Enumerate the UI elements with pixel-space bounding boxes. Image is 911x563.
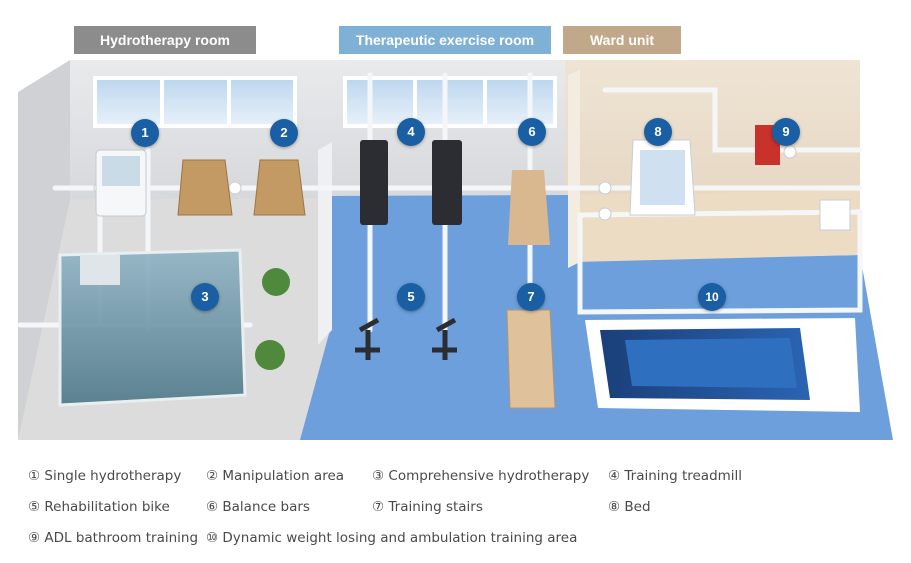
legend-item-2: ② Manipulation area	[206, 468, 344, 484]
ward-floor	[575, 190, 860, 262]
marker-3: 3	[191, 283, 219, 311]
marker-7: 7	[517, 283, 545, 311]
ward-bed	[630, 140, 695, 215]
zone-tag-hydrotherapy: Hydrotherapy room	[74, 26, 256, 54]
marker-10: 10	[698, 283, 726, 311]
legend-item-7: ⑦ Training stairs	[372, 499, 483, 515]
legend-item-3: ③ Comprehensive hydrotherapy	[372, 468, 589, 484]
floor-plan-illustration	[0, 0, 911, 450]
balance-bars	[508, 170, 550, 245]
marker-9: 9	[772, 118, 800, 146]
legend-item-1: ① Single hydrotherapy	[28, 468, 181, 484]
legend-item-6: ⑥ Balance bars	[206, 499, 310, 515]
partition-wall	[318, 142, 332, 345]
legend-item-4: ④ Training treadmill	[608, 468, 742, 484]
marker-6: 6	[518, 118, 546, 146]
legend-item-5: ⑤ Rehabilitation bike	[28, 499, 170, 515]
zone-tag-therapeutic-exercise: Therapeutic exercise room	[339, 26, 551, 54]
ambulation-pool	[585, 318, 860, 412]
marker-5: 5	[397, 283, 425, 311]
marker-8: 8	[644, 118, 672, 146]
legend-item-9: ⑨ ADL bathroom training	[28, 530, 198, 546]
zone-tag-ward-unit: Ward unit	[563, 26, 681, 54]
marker-2: 2	[270, 119, 298, 147]
training-stairs	[507, 310, 555, 408]
marker-4: 4	[397, 118, 425, 146]
marker-1: 1	[131, 119, 159, 147]
legend-item-8: ⑧ Bed	[608, 499, 651, 515]
hydrotherapy-tub	[96, 150, 146, 216]
legend-item-10: ⑩ Dynamic weight losing and ambulation t…	[206, 530, 577, 546]
comprehensive-pool	[60, 250, 245, 405]
